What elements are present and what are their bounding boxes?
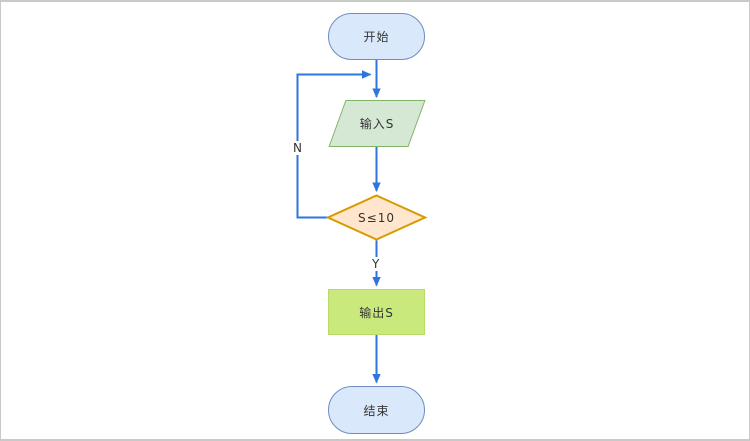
node-input-label: 输入S <box>359 117 395 131</box>
edge-label-no: N <box>291 141 304 155</box>
node-start: 开始 <box>328 13 425 60</box>
node-input: 输入S <box>328 100 426 147</box>
node-decision: S≤10 <box>326 194 427 241</box>
diamond-shape <box>326 194 427 241</box>
node-output-label: 输出S <box>359 305 394 320</box>
node-start-label: 开始 <box>363 30 390 44</box>
node-decision-label: S≤10 <box>358 210 395 225</box>
edge-label-yes: Y <box>370 257 382 271</box>
node-end-label: 结束 <box>363 403 390 418</box>
node-end: 结束 <box>328 386 425 434</box>
node-output: 输出S <box>328 289 425 335</box>
